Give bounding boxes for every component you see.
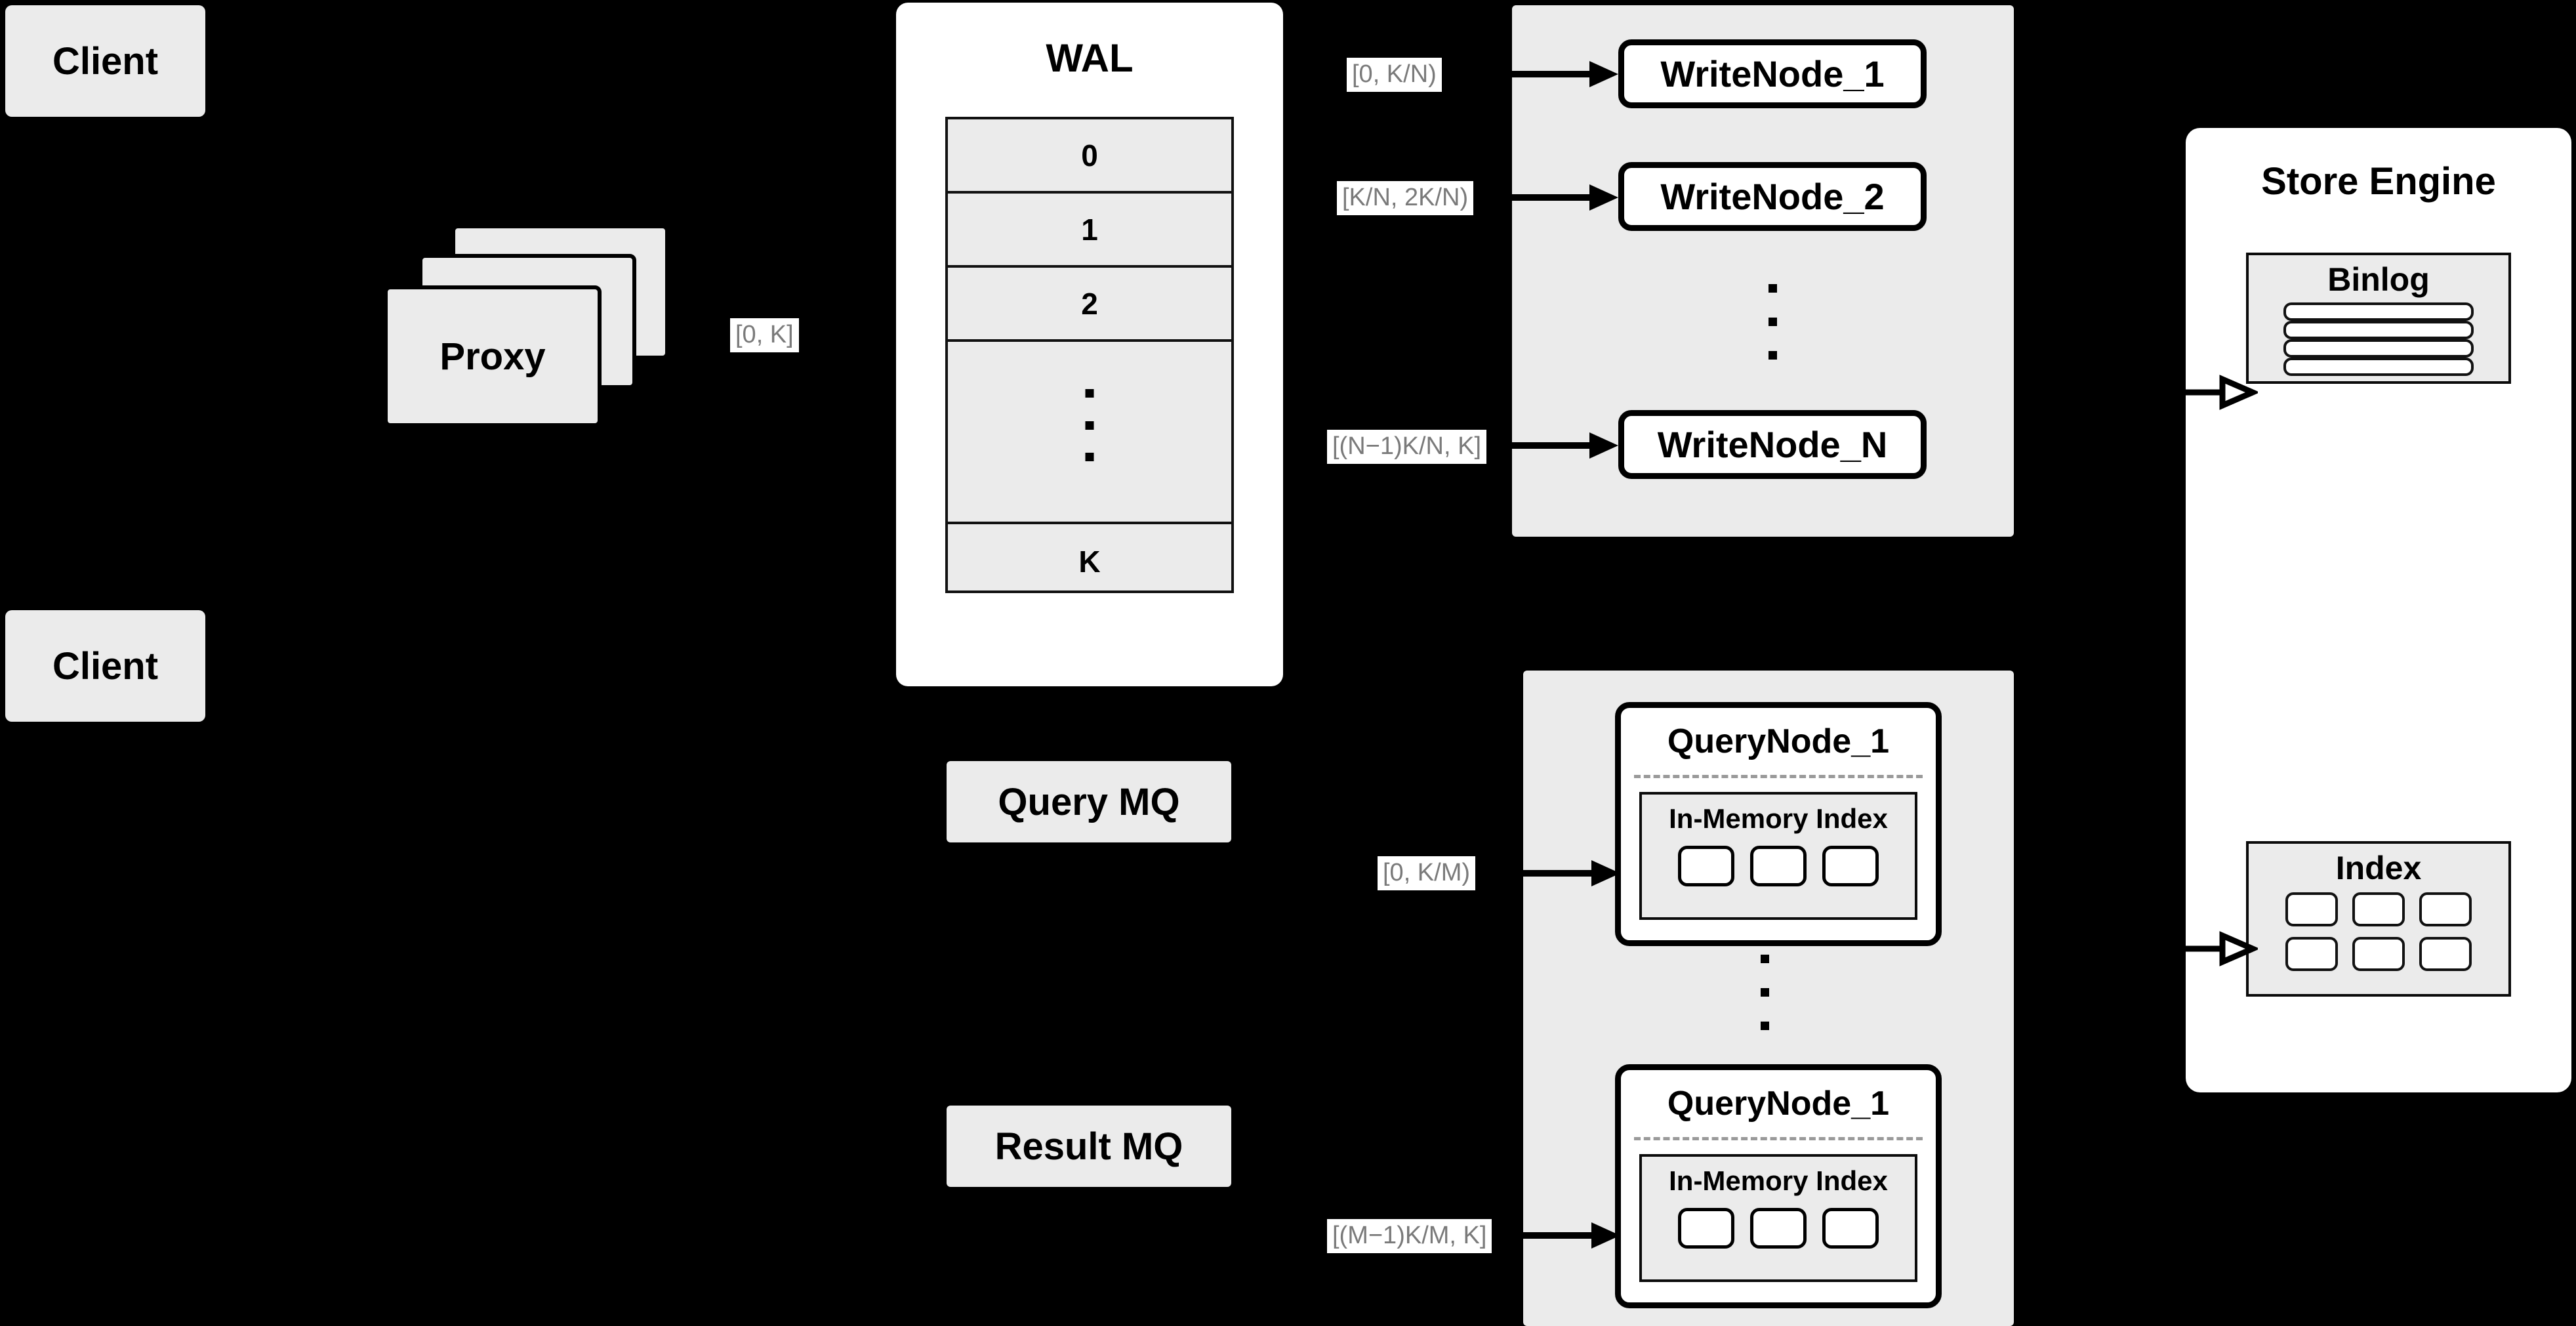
wal-row[interactable]: 1 [948,194,1231,268]
proxy-card-front[interactable]: Proxy [384,285,602,427]
proxy-range-label: [0, K] [730,318,799,352]
index-cell[interactable] [1678,846,1734,886]
arrow-to-write-node-n [1512,430,1620,461]
client-box-2[interactable]: Client [5,610,205,722]
wal-title-wrap: WAL [896,34,1283,81]
store-engine-title: Store Engine [2261,159,2496,203]
result-mq-label: Result MQ [994,1125,1183,1168]
write-node-2[interactable]: WriteNode_2 [1618,162,1927,231]
index-cell[interactable] [2419,892,2472,926]
index-box: Index [2246,841,2511,997]
in-memory-index-title-wrap: In-Memory Index [1642,1163,1915,1199]
query-mq-box[interactable]: Query MQ [947,761,1231,842]
query-node-title-wrap: QueryNode_1 [1621,720,1936,763]
query-mq-label: Query MQ [998,780,1180,823]
query-node-1[interactable]: QueryNode_1 In-Memory Index [1615,702,1942,946]
in-memory-index-1: In-Memory Index [1639,792,1917,920]
write-node-1[interactable]: WriteNode_1 [1618,39,1927,108]
wal-row-label: 0 [1081,138,1098,173]
query-cluster-ellipsis-icon [1761,955,1769,1030]
write-node-label: WriteNode_1 [1660,53,1885,94]
store-engine-title-wrap: Store Engine [2186,157,2571,205]
index-cell[interactable] [1750,846,1807,886]
store-engine-panel: Store Engine Binlog Index [2186,128,2571,1092]
index-title-wrap: Index [2249,849,2508,887]
write-node-n[interactable]: WriteNode_N [1618,410,1927,479]
arrow-to-query-node-1 [1523,858,1622,888]
client-label: Client [52,644,159,688]
query-node-2-range-label: [(M−1)K/M, K] [1327,1219,1492,1253]
index-cell[interactable] [1678,1208,1734,1249]
query-node-1-range-label: [0, K/M) [1378,856,1476,890]
proxy-label: Proxy [440,335,546,378]
query-node-2[interactable]: QueryNode_1 In-Memory Index [1615,1064,1942,1308]
client-box-1[interactable]: Client [5,5,205,117]
index-cell[interactable] [2352,937,2405,971]
index-grid [2249,892,2508,971]
in-memory-index-label: In-Memory Index [1669,803,1888,834]
wal-row-ellipsis [948,342,1231,524]
in-memory-index-2: In-Memory Index [1639,1154,1917,1282]
query-node-label: QueryNode_1 [1667,722,1890,760]
in-memory-index-cells [1642,1208,1915,1249]
write-node-label: WriteNode_2 [1660,176,1885,217]
in-memory-index-label: In-Memory Index [1669,1165,1888,1196]
index-cell[interactable] [2352,892,2405,926]
index-cell[interactable] [2285,892,2338,926]
binlog-box: Binlog [2246,253,2511,384]
wal-row[interactable]: 2 [948,268,1231,342]
binlog-title: Binlog [2327,261,2430,298]
write-node-2-range-label: [K/N, 2K/N) [1337,181,1474,215]
index-cell[interactable] [1822,1208,1879,1249]
arrow-to-index [2186,930,2260,967]
query-node-label: QueryNode_1 [1667,1085,1890,1123]
binlog-row[interactable] [2283,302,2474,321]
arrow-to-write-node-2 [1512,182,1620,213]
index-cell[interactable] [1750,1208,1807,1249]
write-node-1-range-label: [0, K/N) [1347,58,1442,92]
result-mq-box[interactable]: Result MQ [947,1106,1231,1187]
in-memory-index-cells [1642,846,1915,886]
in-memory-index-title-wrap: In-Memory Index [1642,801,1915,837]
index-title: Index [2335,850,2422,886]
query-node-title-wrap: QueryNode_1 [1621,1082,1936,1125]
write-node-label: WriteNode_N [1657,424,1888,465]
index-cell[interactable] [2419,937,2472,971]
wal-rows: 0 1 2 K [945,117,1234,593]
index-cell[interactable] [1822,846,1879,886]
vertical-ellipsis-icon [1085,389,1094,461]
index-cell[interactable] [2285,937,2338,971]
proxy-stack[interactable]: Proxy [367,203,695,440]
binlog-row[interactable] [2283,358,2474,376]
arrow-to-binlog [2186,374,2260,411]
write-node-n-range-label: [(N−1)K/N, K] [1327,430,1486,464]
query-node-divider [1634,1137,1923,1140]
binlog-row[interactable] [2283,339,2474,358]
arrow-to-query-node-2 [1523,1220,1622,1251]
query-node-divider [1634,775,1923,778]
wal-panel: WAL 0 1 2 K [896,3,1283,686]
binlog-rows [2249,302,2508,376]
binlog-row[interactable] [2283,321,2474,339]
binlog-title-wrap: Binlog [2249,260,2508,299]
arrow-to-write-node-1 [1512,59,1620,89]
client-label: Client [52,39,159,83]
wal-row[interactable]: 0 [948,119,1231,194]
wal-row-label: K [1078,545,1101,579]
wal-row-label: 1 [1081,212,1098,247]
wal-title: WAL [1046,35,1134,80]
wal-row[interactable]: K [948,524,1231,599]
wal-row-label: 2 [1081,286,1098,321]
write-cluster-ellipsis-icon [1768,284,1777,360]
